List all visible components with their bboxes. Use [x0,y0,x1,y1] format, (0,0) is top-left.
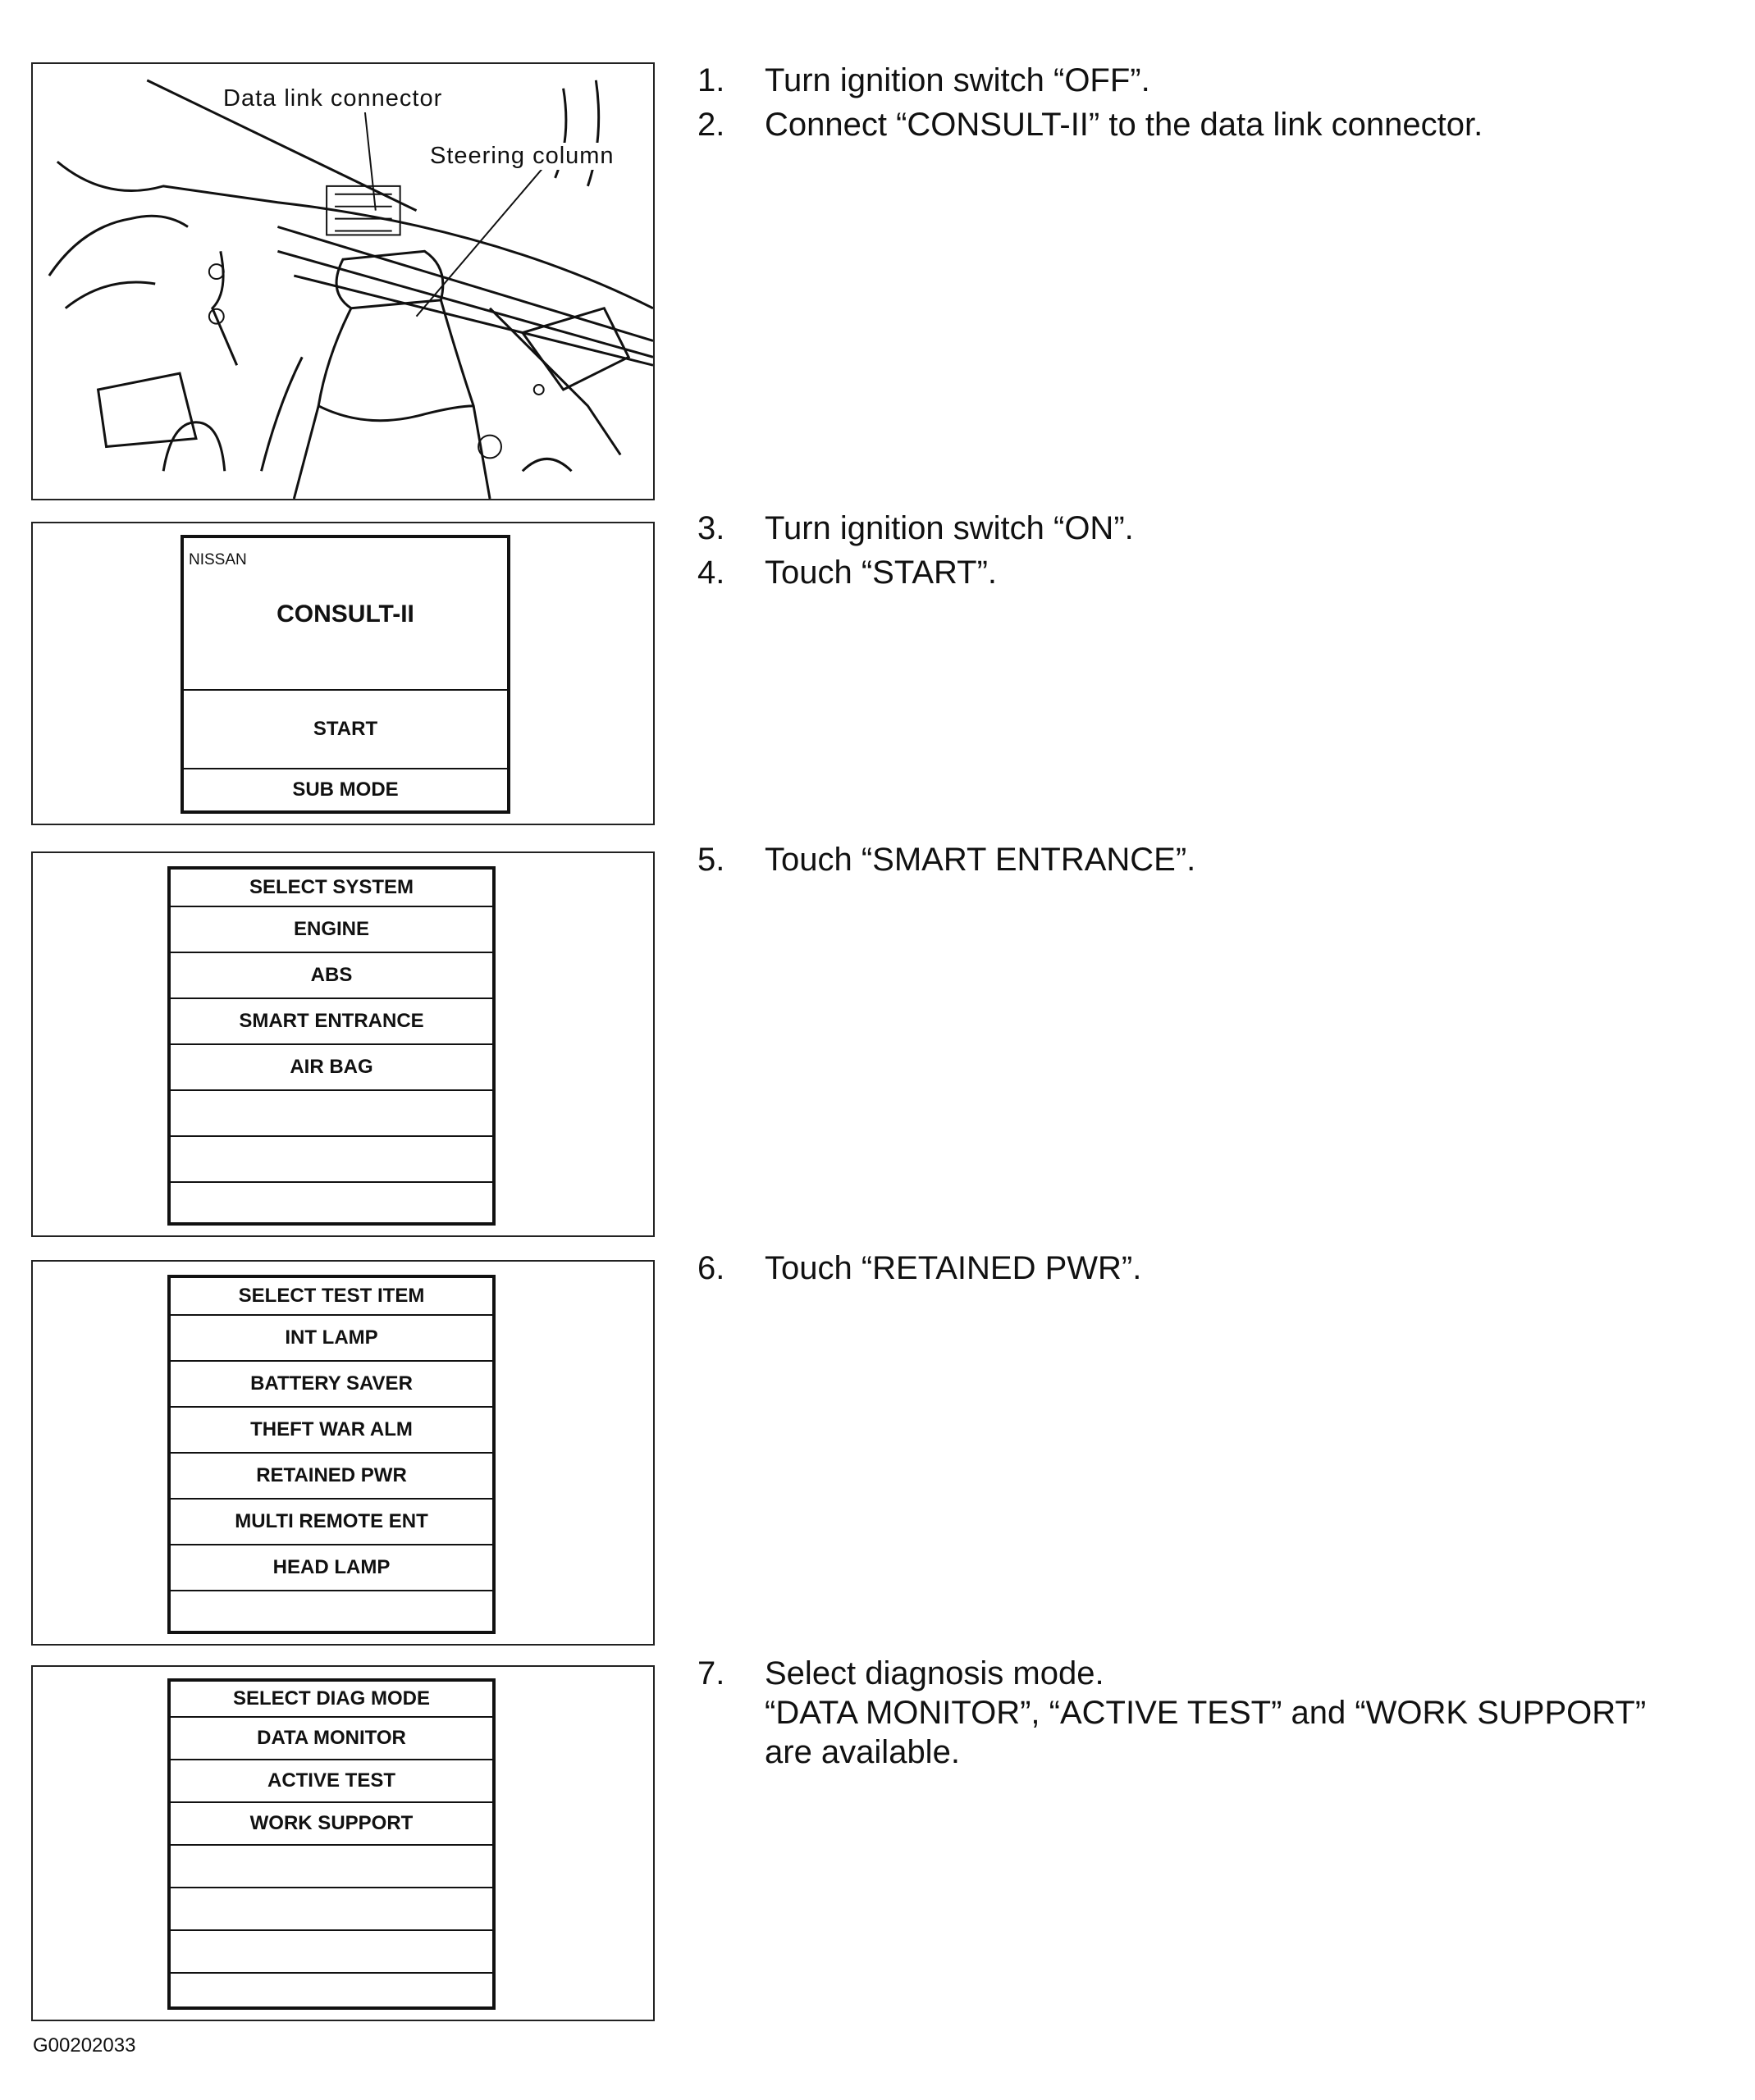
consult-title-area: NISSAN CONSULT-II [184,538,507,691]
steering-column-label: Steering column [427,143,618,170]
step-2: 2. Connect “CONSULT-II” to the data link … [697,105,1483,144]
step-text: Select diagnosis mode. [765,1655,1104,1691]
system-item-air-bag[interactable]: AIR BAG [171,1045,492,1091]
step-continuation: are available. [765,1734,960,1770]
step-continuation: “DATA MONITOR”, “ACTIVE TEST” and “WORK … [765,1695,1647,1731]
consult-screen: NISSAN CONSULT-II START SUB MODE [181,535,510,814]
step-number: 5. [697,842,725,878]
system-item-smart-entrance[interactable]: SMART ENTRANCE [171,999,492,1045]
diag-mode-active-test[interactable]: ACTIVE TEST [171,1760,492,1803]
step-number: 3. [697,510,725,546]
step-4: 4. Touch “START”. [697,553,997,592]
test-item-multi-remote-ent[interactable]: MULTI REMOTE ENT [171,1500,492,1545]
test-item-empty [171,1591,492,1632]
dashboard-illustration [48,79,653,499]
connector-illustration-panel: Data link connector Steering column [31,62,655,500]
select-system-screen: SELECT SYSTEM ENGINE ABS SMART ENTRANCE … [167,866,496,1226]
test-item-retained-pwr[interactable]: RETAINED PWR [171,1454,492,1500]
diag-mode-empty [171,1888,492,1931]
system-item-empty [171,1091,492,1137]
select-diag-mode-header: SELECT DIAG MODE [171,1682,492,1718]
select-test-item-panel: SELECT TEST ITEM INT LAMP BATTERY SAVER … [31,1260,655,1646]
diag-mode-data-monitor[interactable]: DATA MONITOR [171,1718,492,1760]
test-item-battery-saver[interactable]: BATTERY SAVER [171,1362,492,1408]
select-diag-mode-panel: SELECT DIAG MODE DATA MONITOR ACTIVE TES… [31,1665,655,2021]
step-text: Touch “RETAINED PWR”. [765,1250,1142,1286]
system-item-engine[interactable]: ENGINE [171,907,492,953]
sub-mode-button[interactable]: SUB MODE [292,778,399,801]
select-system-panel: SELECT SYSTEM ENGINE ABS SMART ENTRANCE … [31,851,655,1237]
system-item-abs[interactable]: ABS [171,953,492,999]
step-number: 4. [697,555,725,591]
system-item-empty [171,1183,492,1224]
step-1: 1. Turn ignition switch “OFF”. [697,61,1150,100]
test-item-head-lamp[interactable]: HEAD LAMP [171,1545,492,1591]
select-system-header: SELECT SYSTEM [171,870,492,907]
step-text: Touch “START”. [765,555,998,591]
select-test-item-header: SELECT TEST ITEM [171,1278,492,1316]
step-number: 6. [697,1250,725,1286]
step-6: 6. Touch “RETAINED PWR”. [697,1249,1141,1288]
diag-mode-empty [171,1974,492,2006]
step-text: Turn ignition switch “OFF”. [765,62,1150,98]
consult-title: CONSULT-II [277,600,414,628]
select-diag-mode-screen: SELECT DIAG MODE DATA MONITOR ACTIVE TES… [167,1678,496,2010]
test-item-theft-war-alm[interactable]: THEFT WAR ALM [171,1408,492,1454]
step-5: 5. Touch “SMART ENTRANCE”. [697,840,1195,879]
select-test-item-screen: SELECT TEST ITEM INT LAMP BATTERY SAVER … [167,1275,496,1634]
step-text: Connect “CONSULT-II” to the data link co… [765,107,1483,143]
step-3: 3. Turn ignition switch “ON”. [697,509,1134,548]
start-button[interactable]: START [184,691,507,769]
diag-mode-empty [171,1846,492,1888]
consult-start-panel: NISSAN CONSULT-II START SUB MODE [31,522,655,825]
step-text: Turn ignition switch “ON”. [765,510,1134,546]
step-number: 2. [697,107,725,143]
step-text: Touch “SMART ENTRANCE”. [765,842,1196,878]
figure-code: G00202033 [33,2034,136,2057]
step-number: 7. [697,1655,725,1691]
brand-label: NISSAN [189,551,247,568]
data-link-connector-label: Data link connector [220,85,446,112]
step-7: 7. Select diagnosis mode. “DATA MONITOR”,… [697,1654,1646,1772]
step-number: 1. [697,62,725,98]
system-item-empty [171,1137,492,1183]
diag-mode-empty [171,1931,492,1974]
test-item-int-lamp[interactable]: INT LAMP [171,1316,492,1362]
diag-mode-work-support[interactable]: WORK SUPPORT [171,1803,492,1846]
